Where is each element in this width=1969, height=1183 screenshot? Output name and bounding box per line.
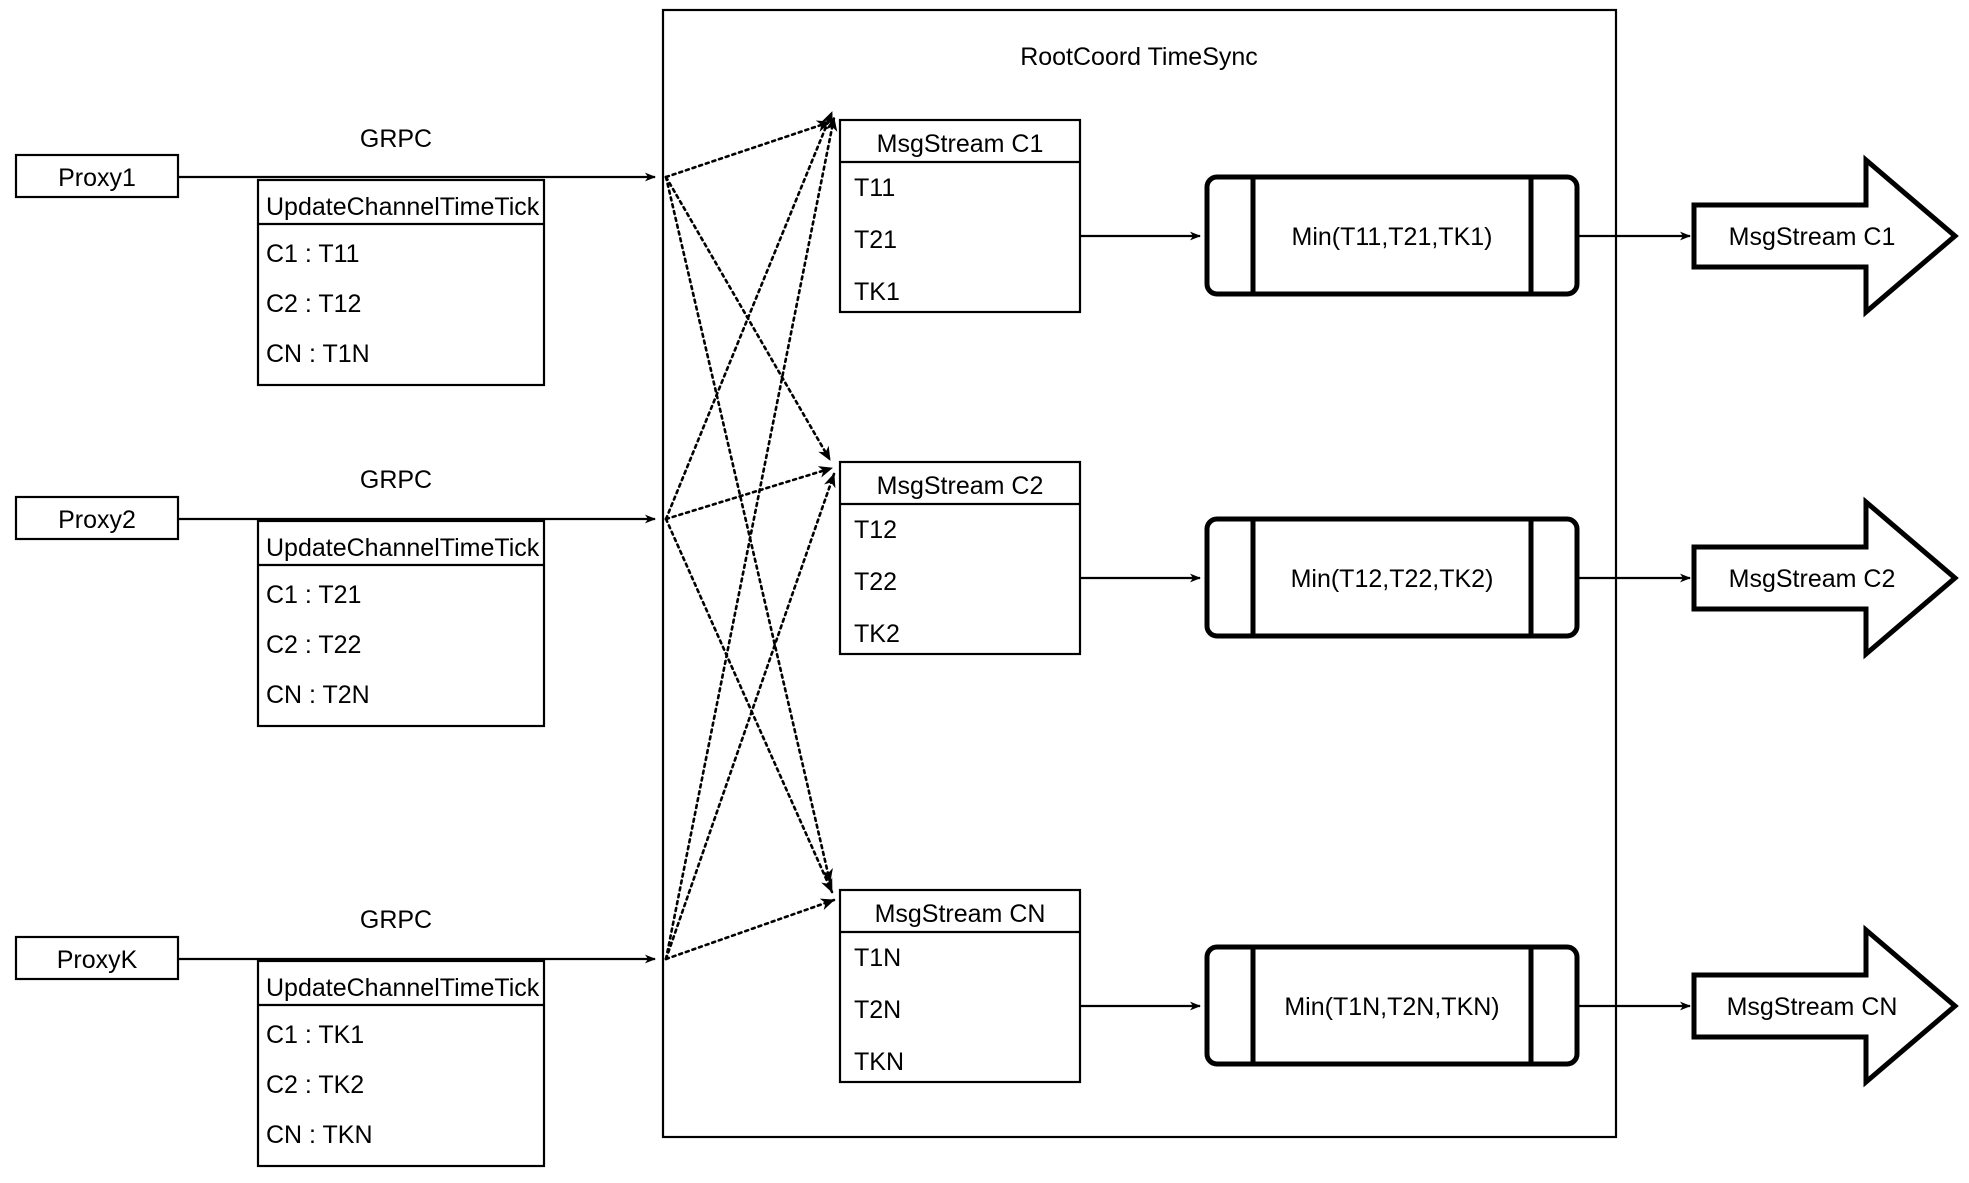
msgstream-card-row-3-0: T1N	[854, 944, 901, 972]
output-label-1: MsgStream C1	[1729, 223, 1896, 251]
fanout-1-to-c1	[664, 120, 832, 179]
proxy-label-3: ProxyK	[57, 946, 138, 974]
grpc-label-1: GRPC	[360, 125, 432, 153]
msgstream-card-3	[838, 888, 1082, 1084]
output-label-2: MsgStream C2	[1729, 565, 1896, 593]
rootcoord-timesync-container	[661, 8, 1618, 1139]
update-channel-timetick-card-1	[256, 178, 546, 387]
msgstream-card-2	[838, 460, 1082, 656]
update-channel-timetick-title-2: UpdateChannelTimeTick	[266, 534, 540, 562]
update-channel-timetick-card-2	[256, 519, 546, 728]
update-channel-timetick-row-3-0: C1 : TK1	[266, 1021, 364, 1049]
fanout-k-to-c1	[664, 116, 838, 961]
grpc-label-3: GRPC	[360, 906, 432, 934]
fanout-2-to-cn	[664, 517, 834, 894]
fanout-k-to-c2	[664, 472, 836, 961]
timetick-fanout-connectors	[664, 110, 838, 961]
output-label-3: MsgStream CN	[1727, 993, 1898, 1021]
msgstream-card-row-3-2: TKN	[854, 1048, 904, 1076]
msgstream-card-title-1: MsgStream C1	[877, 130, 1044, 158]
min-process-label-1: Min(T11,T21,TK1)	[1292, 223, 1493, 251]
proxy-label-2: Proxy2	[58, 506, 136, 534]
update-channel-timetick-row-2-1: C2 : T22	[266, 631, 361, 659]
msgstream-card-row-1-1: T21	[854, 226, 897, 254]
msgstream-card-row-1-2: TK1	[854, 278, 900, 306]
output-block-arrow-2	[1691, 496, 1959, 660]
proxy-box-2[interactable]	[14, 495, 180, 541]
grpc-label-2: GRPC	[360, 466, 432, 494]
update-channel-timetick-row-3-2: CN : TKN	[266, 1121, 373, 1149]
fanout-k-to-cn	[664, 898, 836, 961]
output-block-arrow-1	[1691, 154, 1959, 318]
update-channel-timetick-row-1-0: C1 : T11	[266, 240, 360, 268]
fanout-1-to-cn	[664, 175, 833, 884]
msgstream-card-title-3: MsgStream CN	[875, 900, 1046, 928]
msgstream-card-row-2-0: T12	[854, 516, 897, 544]
msgstream-card-row-3-1: T2N	[854, 996, 901, 1024]
min-process-label-3: Min(T1N,T2N,TKN)	[1284, 993, 1499, 1021]
msgstream-card-row-2-2: TK2	[854, 620, 900, 648]
min-process-label-2: Min(T12,T22,TK2)	[1291, 565, 1494, 593]
proxy-box-1[interactable]	[14, 153, 180, 199]
output-block-arrow-3	[1691, 924, 1959, 1088]
update-channel-timetick-card-3	[256, 959, 546, 1168]
update-channel-timetick-row-2-0: C1 : T21	[266, 581, 361, 609]
update-channel-timetick-row-2-2: CN : T2N	[266, 681, 370, 709]
msgstream-card-title-2: MsgStream C2	[877, 472, 1044, 500]
update-channel-timetick-row-1-1: C2 : T12	[266, 290, 361, 318]
proxy-label-1: Proxy1	[58, 164, 136, 192]
fanout-2-to-c2	[664, 466, 834, 521]
update-channel-timetick-row-1-2: CN : T1N	[266, 340, 370, 368]
msgstream-card-row-2-1: T22	[854, 568, 897, 596]
update-channel-timetick-title-1: UpdateChannelTimeTick	[266, 193, 540, 221]
msgstream-card-row-1-0: T11	[854, 174, 895, 202]
container-title: RootCoord TimeSync	[1020, 43, 1258, 71]
msgstream-card-1	[838, 118, 1082, 314]
update-channel-timetick-title-3: UpdateChannelTimeTick	[266, 974, 540, 1002]
update-channel-timetick-row-3-1: C2 : TK2	[266, 1071, 364, 1099]
fanout-2-to-c1	[664, 110, 834, 521]
